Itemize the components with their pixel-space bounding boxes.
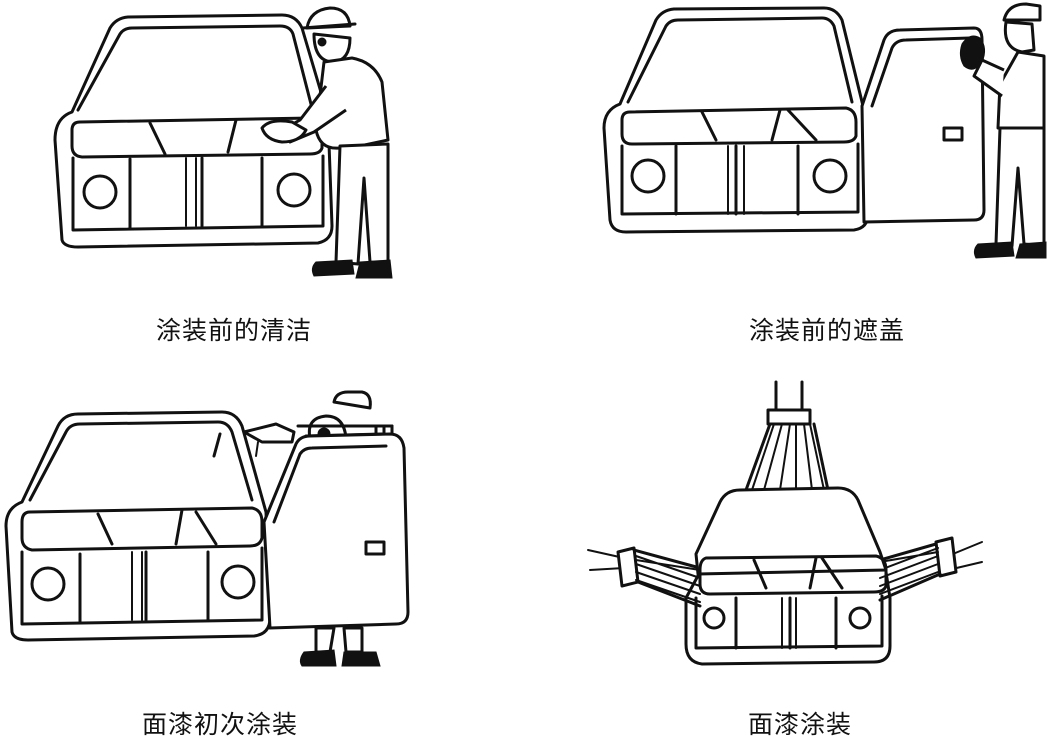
caption-topcoat: 面漆涂装 bbox=[747, 710, 853, 739]
car-body-front bbox=[4, 410, 272, 642]
painter-legs bbox=[299, 626, 381, 667]
worker-masking bbox=[959, 2, 1047, 259]
caption-cleaning: 涂装前的清洁 bbox=[155, 316, 313, 345]
caption-initial-topcoat: 面漆初次涂装 bbox=[141, 710, 299, 739]
caption-masking: 涂装前的遮盖 bbox=[748, 316, 906, 345]
car-body-front bbox=[602, 6, 870, 234]
panel-initial-topcoat: 面漆初次涂装 bbox=[0, 372, 524, 744]
open-door bbox=[262, 432, 410, 630]
overhead-spray-rig bbox=[744, 380, 830, 492]
initial-topcoat-illustration bbox=[4, 390, 410, 667]
cleaning-illustration bbox=[53, 6, 393, 279]
car-body-front bbox=[684, 486, 892, 666]
panel-cleaning: 涂装前的清洁 bbox=[0, 0, 524, 372]
open-door bbox=[860, 26, 986, 224]
masking-illustration bbox=[602, 2, 1047, 259]
left-spray-nozzles bbox=[587, 546, 702, 608]
right-spray-nozzles bbox=[878, 536, 983, 602]
panel-topcoat: 面漆涂装 bbox=[524, 372, 1048, 744]
topcoat-illustration bbox=[587, 380, 983, 666]
worker-cleaning bbox=[260, 6, 393, 279]
panel-masking: 涂装前的遮盖 bbox=[524, 0, 1048, 372]
